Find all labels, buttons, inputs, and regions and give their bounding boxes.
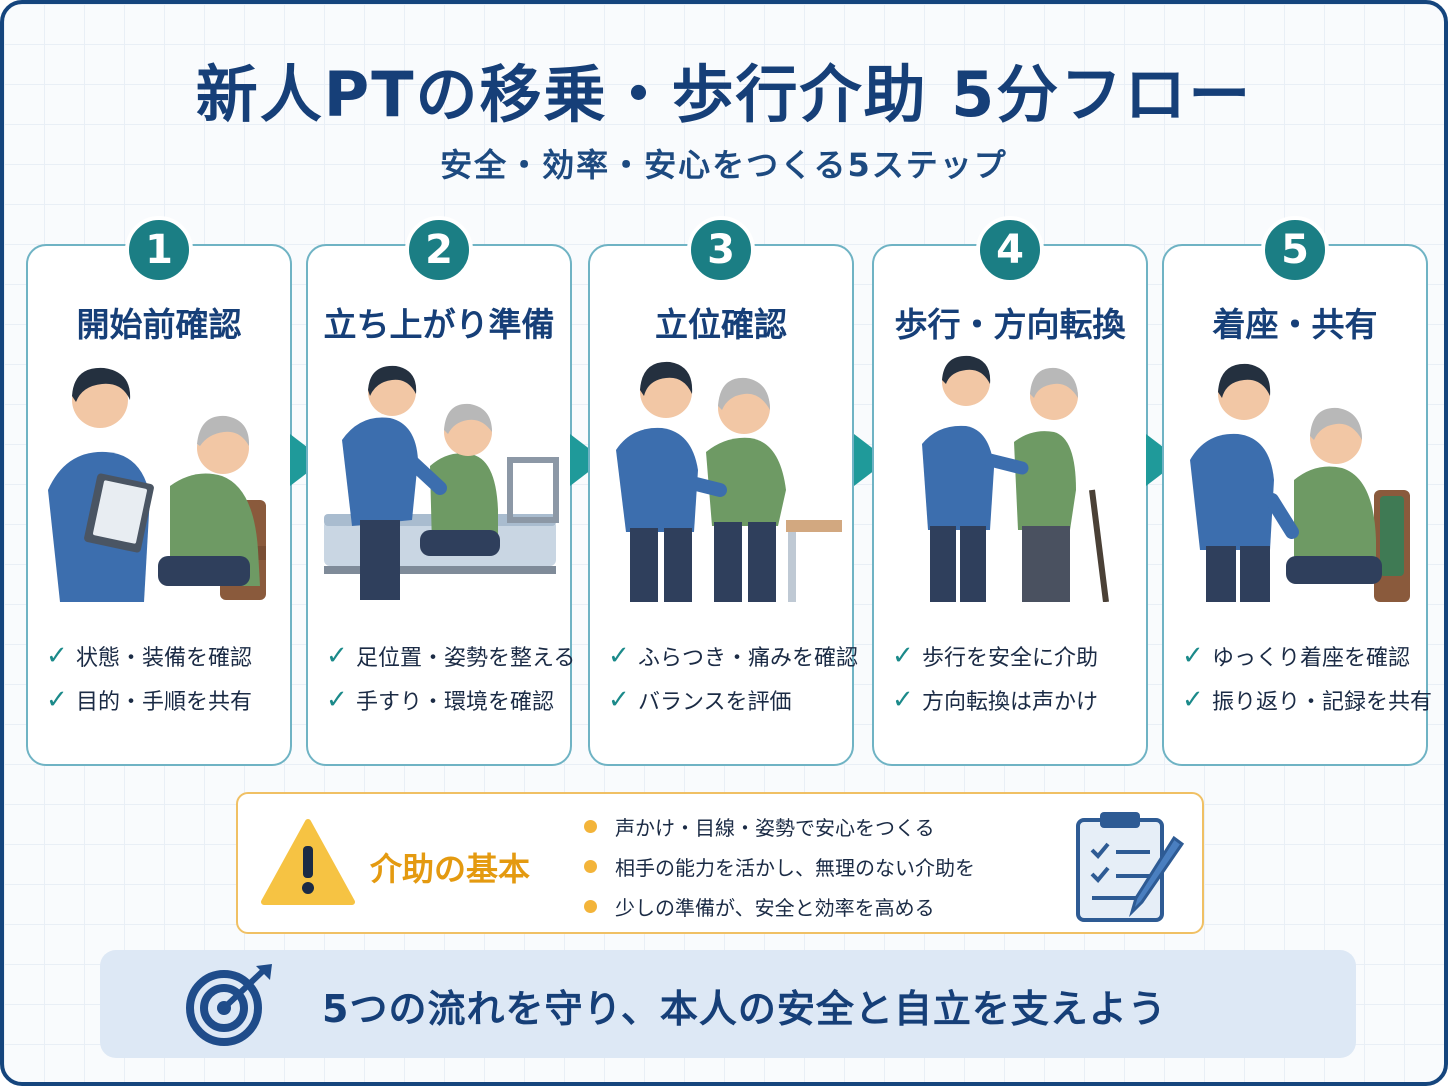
step-title: 歩行・方向転換: [894, 305, 1126, 344]
closing-banner: 5つの流れを守り、本人の安全と自立を支えよう: [100, 950, 1356, 1058]
assistance-basics-box: 介助の基本 声かけ・目線・姿勢で安心をつくる 相手の能力を活かし、無理のない介助…: [236, 792, 1204, 934]
step-number-badge: 5: [1261, 216, 1329, 284]
basics-item-text: 少しの準備が、安全と効率を高める: [615, 895, 935, 920]
step-checklist: ✓ 歩行を安全に介助 ✓ 方向転換は声かけ: [892, 634, 1140, 722]
check-item: ✓ 状態・装備を確認: [46, 634, 284, 678]
basics-item: 声かけ・目線・姿勢で安心をつくる: [584, 806, 975, 846]
check-item-text: 足位置・姿勢を整える: [356, 646, 576, 671]
step-card-2: 2 立ち上がり準備 ✓ 足位置・姿勢を整える: [306, 216, 575, 766]
page-subtitle: 安全・効率・安心をつくる5ステップ: [440, 146, 1008, 184]
check-item: ✓ 足位置・姿勢を整える: [326, 634, 575, 678]
checkmark-icon: ✓: [326, 641, 348, 671]
step-title: 開始前確認: [76, 305, 242, 344]
bullet-dot: [584, 899, 597, 913]
clipboard-pencil-icon: [1070, 806, 1190, 926]
checkmark-icon: ✓: [46, 641, 68, 671]
basics-item: 少しの準備が、安全と効率を高める: [584, 886, 975, 926]
step-card-4: 4 歩行・方向転換 ✓ 歩行を安全に介助: [872, 216, 1148, 766]
checkmark-icon: ✓: [46, 685, 68, 715]
step-title: 立ち上がり準備: [323, 305, 555, 344]
step-number-badge: 4: [976, 216, 1044, 284]
step-checklist: ✓ 足位置・姿勢を整える ✓ 手すり・環境を確認: [326, 634, 575, 722]
step-number-badge: 3: [687, 216, 755, 284]
step-checklist: ✓ ゆっくり着座を確認 ✓ 振り返り・記録を共有: [1182, 634, 1432, 722]
check-item: ✓ 目的・手順を共有: [46, 678, 284, 722]
step-checklist: ✓ ふらつき・痛みを確認 ✓ バランスを評価: [608, 634, 858, 722]
step-number-badge: 1: [125, 216, 193, 284]
check-item-text: 手すり・環境を確認: [356, 690, 555, 715]
step-card-1: 1 開始前確認 ✓ 状態・装備を確認 ✓: [26, 216, 292, 766]
therapist-helping-patient-sit-in-chair-illustration: [1176, 350, 1416, 606]
check-item: ✓ 振り返り・記録を共有: [1182, 678, 1432, 722]
check-item-text: 目的・手順を共有: [76, 690, 253, 715]
check-item: ✓ 方向転換は声かけ: [892, 678, 1140, 722]
checkmark-icon: ✓: [1182, 685, 1204, 715]
therapist-with-clipboard-and-seated-patient-illustration: [40, 350, 280, 606]
therapist-assisting-patient-at-bedside-illustration: [320, 350, 560, 606]
basics-item: 相手の能力を活かし、無理のない介助を: [584, 846, 975, 886]
page-title: 新人PTの移乗・歩行介助 5分フロー: [195, 58, 1253, 131]
basics-item-text: 声かけ・目線・姿勢で安心をつくる: [615, 815, 935, 840]
basics-list: 声かけ・目線・姿勢で安心をつくる 相手の能力を活かし、無理のない介助を 少しの準…: [584, 806, 975, 926]
checkmark-icon: ✓: [892, 685, 914, 715]
checkmark-icon: ✓: [608, 685, 630, 715]
check-item-text: バランスを評価: [638, 690, 792, 715]
check-item-text: 歩行を安全に介助: [922, 646, 1099, 671]
checkmark-icon: ✓: [1182, 641, 1204, 671]
check-item: ✓ ふらつき・痛みを確認: [608, 634, 858, 678]
step-number-badge: 2: [405, 216, 473, 284]
checkmark-icon: ✓: [608, 641, 630, 671]
check-item: ✓ 手すり・環境を確認: [326, 678, 564, 722]
step-checklist: ✓ 状態・装備を確認 ✓ 目的・手順を共有: [46, 634, 284, 722]
check-item: ✓ 歩行を安全に介助: [892, 634, 1140, 678]
check-item: ✓ バランスを評価: [608, 678, 846, 722]
therapist-supporting-standing-patient-illustration: [602, 350, 842, 606]
check-item-text: ゆっくり着座を確認: [1212, 646, 1411, 671]
check-item-text: 状態・装備を確認: [76, 646, 253, 671]
step-title: 着座・共有: [1212, 305, 1378, 344]
therapist-assisting-walking-patient-with-cane-illustration: [886, 350, 1136, 606]
warning-triangle-icon: [260, 818, 356, 912]
step-title: 立位確認: [655, 305, 787, 344]
bullet-dot: [584, 859, 597, 873]
basics-label: 介助の基本: [370, 850, 531, 888]
check-item: ✓ ゆっくり着座を確認: [1182, 634, 1420, 678]
basics-item-text: 相手の能力を活かし、無理のない介助を: [615, 855, 975, 880]
banner-text: 5つの流れを守り、本人の安全と自立を支えよう: [322, 987, 1167, 1031]
target-arrow-icon: [180, 962, 276, 1050]
check-item-text: ふらつき・痛みを確認: [638, 646, 859, 671]
check-item-text: 振り返り・記録を共有: [1212, 690, 1433, 715]
checkmark-icon: ✓: [892, 641, 914, 671]
step-card-3: 3 立位確認 ✓ ふらつき・痛みを確認: [588, 216, 858, 766]
bullet-dot: [584, 819, 597, 833]
step-card-5: 5 着座・共有 ✓ ゆっくり着座を確認: [1162, 216, 1432, 766]
check-item-text: 方向転換は声かけ: [922, 690, 1099, 715]
checkmark-icon: ✓: [326, 685, 348, 715]
